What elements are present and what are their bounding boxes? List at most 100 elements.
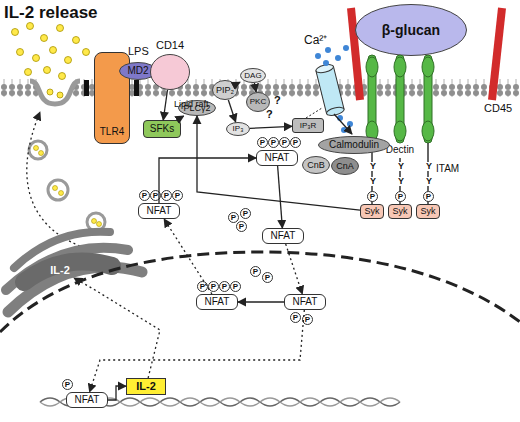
calcium-ion xyxy=(335,55,341,61)
calcineurin-a: CnA xyxy=(331,157,359,175)
tyrosine-residue: Y xyxy=(397,162,405,171)
dag-molecule: DAG xyxy=(240,68,266,83)
golgi-apparatus: IL-2 xyxy=(40,262,80,278)
phosphate-mark: P xyxy=(219,281,230,292)
node-text: CnB xyxy=(307,161,325,170)
node-text: PIP₂ xyxy=(216,86,234,95)
membrane-anchor xyxy=(84,80,89,96)
node-text: MD2 xyxy=(127,66,148,76)
il2-granule xyxy=(73,37,80,44)
pip2-lipid: PIP₂ xyxy=(212,80,238,100)
secretion-path xyxy=(27,112,80,246)
nfat-protein: NFAT xyxy=(66,392,108,408)
syk-kinase: Syk xyxy=(388,204,412,219)
phosphate-mark: P xyxy=(262,272,273,283)
il2-granule xyxy=(97,222,102,227)
secretory-vesicle xyxy=(29,141,47,159)
node-text: IL-2 xyxy=(50,265,70,276)
il2-granule xyxy=(17,49,24,56)
calcium-ion xyxy=(315,53,321,59)
node-text: SFKs xyxy=(150,124,174,134)
phosphate-mark: P xyxy=(423,191,434,202)
il2-granule xyxy=(92,219,97,224)
node-text: IP₃R xyxy=(300,122,317,130)
ip3-molecule-shape xyxy=(227,123,250,136)
node-text: NFAT xyxy=(265,153,290,163)
node-text: NFAT xyxy=(205,297,230,307)
il2-granule xyxy=(83,49,90,56)
beta-glucan: β-glucan xyxy=(355,4,467,56)
tyrosine-residue: Y xyxy=(425,177,433,186)
phosphate-mark: P xyxy=(279,137,290,148)
il2-granule xyxy=(59,191,64,196)
il2-granule xyxy=(41,35,48,42)
calcium-channel xyxy=(316,66,344,113)
tyrosine-residue: Y xyxy=(397,177,405,186)
phosphate-mark: P xyxy=(257,137,268,148)
phosphate-mark: P xyxy=(172,190,183,201)
node-text: Syk xyxy=(364,207,379,216)
il2-granule xyxy=(12,29,19,36)
arrow-connector xyxy=(177,116,184,120)
arrow-connector xyxy=(238,82,240,83)
dectin-domain xyxy=(394,121,406,141)
il2-granule xyxy=(34,146,39,151)
tyrosine-residue: Y xyxy=(369,177,377,186)
dectin-domain xyxy=(394,57,406,77)
arrow-connector xyxy=(163,90,167,120)
callout-label: Ca²⁺ xyxy=(304,34,327,46)
golgi-body xyxy=(24,262,112,282)
calcium-influx-arrow xyxy=(334,114,352,134)
node-text: Syk xyxy=(392,207,407,216)
dectin-receptor-outline xyxy=(394,55,406,143)
arrow-connector xyxy=(286,244,303,294)
callout-label: LPS xyxy=(128,46,149,57)
arrow-connector xyxy=(197,116,360,210)
node-text: IL-2 xyxy=(136,381,156,392)
calcineurin-b: CnB xyxy=(302,156,330,174)
arrow-connector xyxy=(278,166,283,228)
node-text: NFAT xyxy=(271,231,296,241)
phosphate-mark: P xyxy=(62,379,73,390)
callout-label: CD45 xyxy=(484,103,512,114)
node-text: NFAT xyxy=(147,206,172,216)
calmodulin: Calmodulin xyxy=(318,136,390,154)
calcium-ion xyxy=(347,121,353,127)
question-mark: ? xyxy=(266,109,273,120)
dag-molecule-shape xyxy=(241,69,266,83)
arrow-connector xyxy=(164,219,212,294)
arrow-connector xyxy=(108,386,126,400)
calcineurin-a-shape xyxy=(332,158,359,175)
calcineurin-b-shape xyxy=(303,157,330,174)
il2-granule xyxy=(47,89,53,95)
node-text: CnA xyxy=(336,162,354,171)
il2-granule xyxy=(39,151,44,156)
arrow-connector xyxy=(228,100,235,122)
calcium-ion xyxy=(343,45,349,51)
phosphate-mark: P xyxy=(208,281,219,292)
node-text: TLR4 xyxy=(100,127,124,137)
cd45-phosphatase xyxy=(492,8,502,100)
arrow-connector xyxy=(254,83,256,92)
node-text: PKC xyxy=(250,98,266,106)
ip3-receptor: IP₃R xyxy=(292,118,324,133)
phosphate-mark: P xyxy=(236,221,247,232)
nuclear-envelope xyxy=(0,252,520,332)
callout-label: ITAM xyxy=(436,164,459,174)
secretory-vesicle xyxy=(48,180,68,200)
phosphate-mark: P xyxy=(290,137,301,148)
phosphate-mark: P xyxy=(367,191,378,202)
ip3-molecule: IP₃ xyxy=(226,122,250,136)
node-text: DAG xyxy=(244,72,261,80)
node-text: NFAT xyxy=(293,297,318,307)
calcium-ion xyxy=(325,47,331,53)
nfat-protein: NFAT xyxy=(284,294,326,310)
dectin-domain xyxy=(366,57,378,77)
phosphate-mark: P xyxy=(290,312,301,323)
pip2-lipid-shape xyxy=(213,81,238,100)
dectin-domain xyxy=(422,57,434,77)
node-text: Calmodulin xyxy=(329,140,379,150)
sfk-box: SFKs xyxy=(143,120,181,138)
phosphate-mark: P xyxy=(240,208,251,219)
